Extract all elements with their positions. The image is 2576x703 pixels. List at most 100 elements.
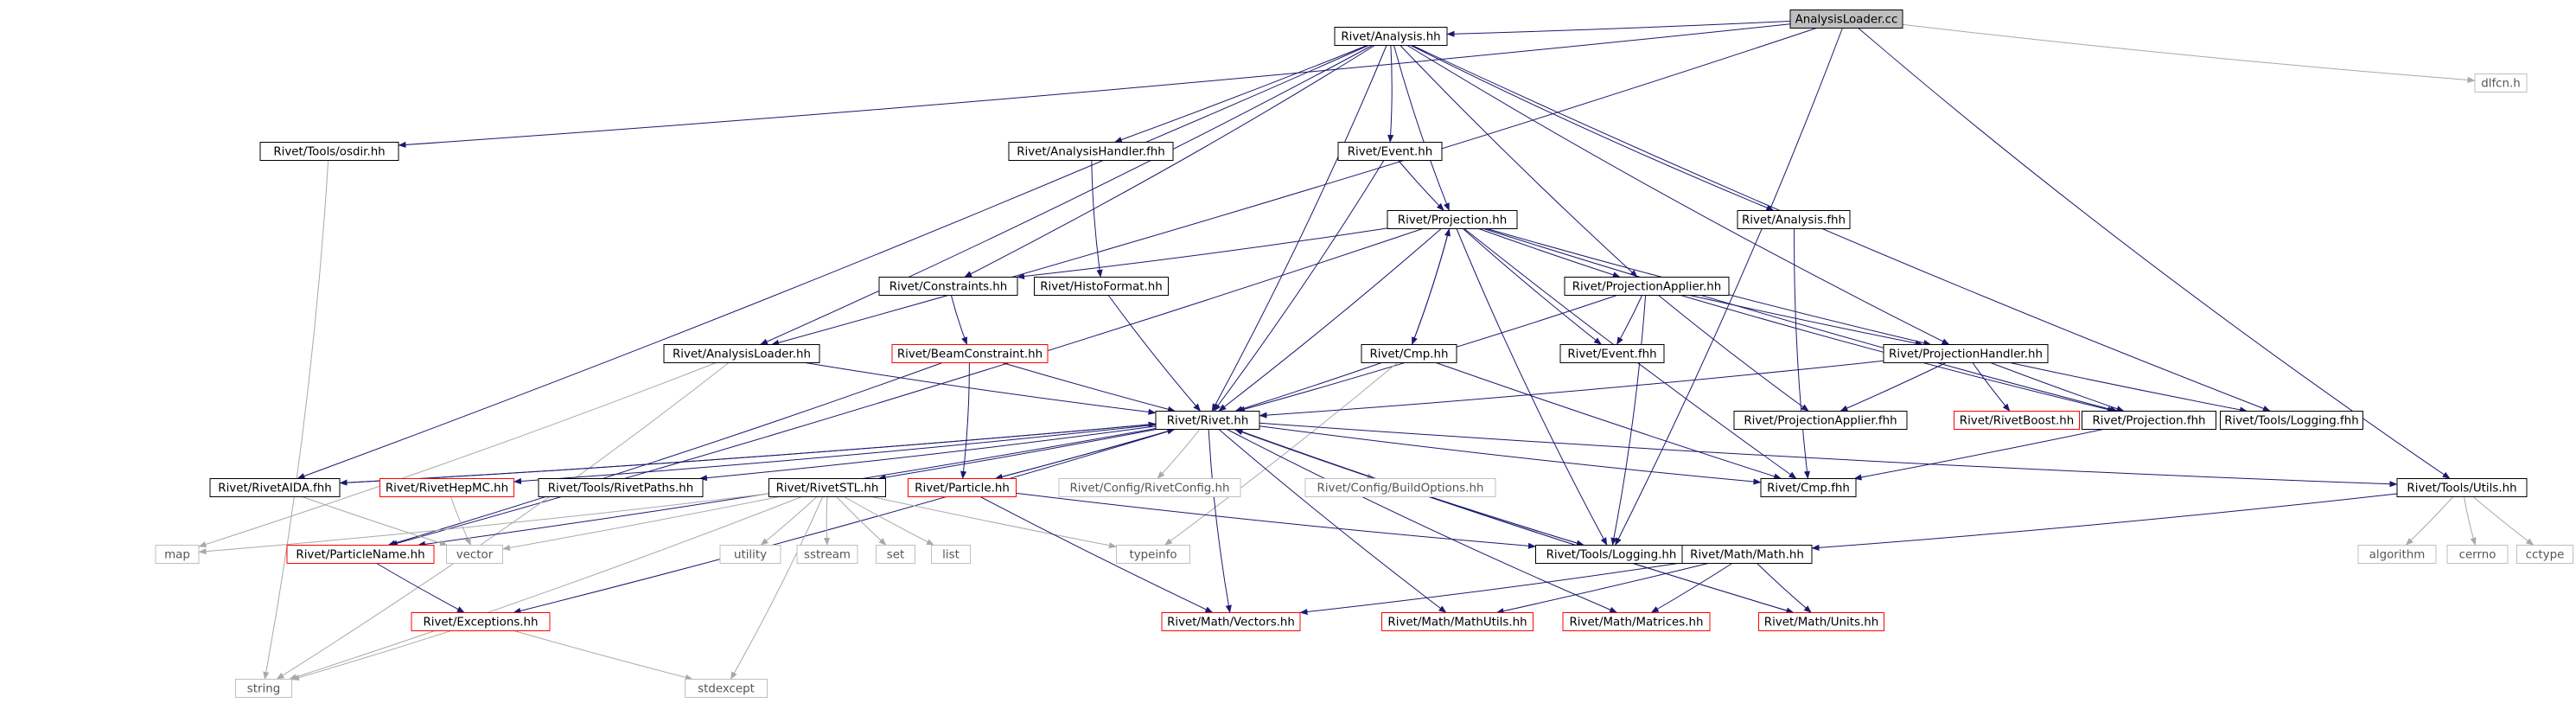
node-label: Rivet/BeamConstraint.hh (897, 348, 1043, 361)
edge-RivetAIDA_fhh-to-vector (302, 496, 448, 546)
node-ProjectionHandler_hh[interactable]: Rivet/ProjectionHandler.hh (1883, 344, 2049, 363)
node-label: cctype (2526, 549, 2565, 562)
node-box (768, 478, 886, 497)
node-ProjectionApplier_hh[interactable]: Rivet/ProjectionApplier.hh (1564, 277, 1730, 296)
node-box (1034, 277, 1169, 296)
edge-RivetSTL_hh-to-stdexcept (730, 496, 824, 680)
edge-Projection_hh-to-ProjectionApplier_hh (1478, 228, 1621, 278)
node-ProjectionApplier_fhh[interactable]: Rivet/ProjectionApplier.fhh (1733, 411, 1908, 430)
node-box (2082, 411, 2216, 430)
edge-RivetSTL_hh-to-utility (760, 496, 818, 546)
edge-Utils_hh-to-algorithm (2405, 496, 2454, 546)
node-MathUtils_hh[interactable]: Rivet/Math/MathUtils.hh (1381, 612, 1533, 631)
node-label: Rivet/ProjectionApplier.fhh (1744, 415, 1897, 428)
edge-RivetSTL_hh-to-typeinfo (871, 496, 1117, 549)
node-Vectors_hh[interactable]: Rivet/Math/Vectors.hh (1161, 612, 1301, 631)
edge-ProjectionApplier_hh-to-ProjectionHandler_hh (1689, 295, 1923, 347)
node-HistoFormat_hh[interactable]: Rivet/HistoFormat.hh (1034, 277, 1169, 296)
node-label: Rivet/Projection.hh (1398, 214, 1507, 227)
node-ParticleName_hh[interactable]: Rivet/ParticleName.hh (286, 545, 435, 564)
node-label: Rivet/Tools/RivetPaths.hh (548, 483, 694, 495)
node-RivetPaths_hh[interactable]: Rivet/Tools/RivetPaths.hh (538, 478, 704, 497)
node-RivetSTL_hh[interactable]: Rivet/RivetSTL.hh (768, 478, 886, 497)
edge-Cmp_hh-to-Projection_hh (1411, 228, 1451, 345)
node-label: set (887, 549, 904, 562)
node-box (446, 545, 503, 564)
node-AnalysisLoader_cc[interactable]: AnalysisLoader.cc (1789, 10, 1903, 29)
edge-Analysis_hh-to-AnalysisHandler_fhh (1113, 45, 1368, 143)
node-label: dlfcn.h (2481, 78, 2521, 91)
edge-MathHeader_hh-to-Units_hh (1757, 563, 1812, 613)
edge-Projection_hh-to-Cmp_hh (1411, 228, 1451, 345)
node-Particle_hh[interactable]: Rivet/Particle.hh (908, 478, 1017, 497)
node-Units_hh[interactable]: Rivet/Math/Units.hh (1758, 612, 1884, 631)
node-Projection_fhh[interactable]: Rivet/Projection.fhh (2082, 411, 2216, 430)
node-RivetAIDA_fhh[interactable]: Rivet/RivetAIDA.fhh (209, 478, 341, 497)
node-box (2474, 73, 2528, 93)
node-Projection_hh[interactable]: Rivet/Projection.hh (1387, 210, 1518, 229)
node-osdir_hh[interactable]: Rivet/Tools/osdir.hh (259, 142, 399, 161)
node-Exceptions_hh[interactable]: Rivet/Exceptions.hh (411, 612, 551, 631)
edge-Rivet_hh-to-RivetHepMC_hh (513, 424, 1157, 485)
node-RivetBoost_hh[interactable]: Rivet/RivetBoost.hh (1954, 411, 2080, 430)
node-AnalysisLoader_hh[interactable]: Rivet/AnalysisLoader.hh (663, 344, 820, 363)
edge-Particle_hh-to-Rivet_hh (995, 428, 1176, 479)
edge-Rivet_hh-to-RivetConfig_hh (1157, 429, 1201, 479)
node-list: list (931, 545, 971, 564)
node-MathHeader_hh[interactable]: Rivet/Math/Math.hh (1681, 545, 1813, 564)
node-Analysis_fhh[interactable]: Rivet/Analysis.fhh (1737, 210, 1851, 229)
edge-Rivet_hh-to-RivetSTL_hh (877, 429, 1157, 481)
node-label: Rivet/Analysis.hh (1341, 31, 1440, 44)
node-box (1155, 411, 1260, 430)
edge-Utils_hh-to-cctype (2472, 496, 2535, 546)
node-label: Rivet/ProjectionApplier.hh (1572, 281, 1722, 294)
edge-ProjectionApplier_hh-to-Event_fhh (1616, 295, 1643, 345)
edge-Analysis_hh-to-Constraints_hh (964, 45, 1375, 278)
node-label: Rivet/Event.fhh (1567, 348, 1656, 361)
node-label: Rivet/Tools/Logging.hh (1546, 549, 1677, 562)
edge-AnalysisLoader_hh-to-Rivet_hh (805, 362, 1157, 415)
node-Event_hh[interactable]: Rivet/Event.hh (1337, 142, 1443, 161)
edge-Cmp_hh-to-Rivet_hh (1234, 362, 1382, 412)
node-label: Rivet/Config/BuildOptions.hh (1317, 483, 1484, 495)
node-algorithm: algorithm (2357, 545, 2437, 564)
node-Logging_fhh[interactable]: Rivet/Tools/Logging.fhh (2220, 411, 2363, 430)
node-Cmp_hh[interactable]: Rivet/Cmp.hh (1361, 344, 1457, 363)
node-label: utility (734, 549, 767, 562)
node-box (1334, 27, 1448, 46)
node-RivetHepMC_hh[interactable]: Rivet/RivetHepMC.hh (379, 478, 514, 497)
node-box (1361, 344, 1457, 363)
node-label: Rivet/Analysis.fhh (1742, 214, 1846, 227)
node-label: Rivet/RivetHepMC.hh (386, 483, 508, 495)
node-box (1758, 612, 1884, 631)
node-Cmp_fhh[interactable]: Rivet/Cmp.fhh (1760, 478, 1857, 497)
node-box (155, 545, 200, 564)
node-label: Rivet/HistoFormat.hh (1040, 281, 1163, 294)
edge-Particle_hh-to-Vectors_hh (979, 496, 1214, 613)
node-box (1954, 411, 2080, 430)
node-map: map (155, 545, 200, 564)
node-box (209, 478, 341, 497)
node-Logging_hh[interactable]: Rivet/Tools/Logging.hh (1535, 545, 1687, 564)
node-Utils_hh[interactable]: Rivet/Tools/Utils.hh (2396, 478, 2528, 497)
node-Analysis_hh[interactable]: Rivet/Analysis.hh (1334, 27, 1448, 46)
node-label: AnalysisLoader.cc (1795, 14, 1898, 27)
edge-ProjectionHandler_hh-to-Rivet_hh (1259, 360, 1884, 419)
node-box (931, 545, 971, 564)
node-box (1883, 344, 2049, 363)
node-box (1737, 210, 1851, 229)
node-label: Rivet/ProjectionHandler.hh (1889, 348, 2043, 361)
node-box (538, 478, 704, 497)
edge-AnalysisLoader_cc-to-Analysis_hh (1446, 21, 1791, 37)
node-Matrices_hh[interactable]: Rivet/Math/Matrices.hh (1562, 612, 1711, 631)
node-Constraints_hh[interactable]: Rivet/Constraints.hh (878, 277, 1018, 296)
node-Rivet_hh[interactable]: Rivet/Rivet.hh (1155, 411, 1260, 430)
node-label: Rivet/Math/Vectors.hh (1167, 617, 1295, 630)
node-Event_fhh[interactable]: Rivet/Event.fhh (1559, 344, 1665, 363)
node-AnalysisHandler_fhh[interactable]: Rivet/AnalysisHandler.fhh (1008, 142, 1174, 161)
edge-MathHeader_hh-to-MathUtils_hh (1495, 563, 1709, 615)
node-BeamConstraint_hh[interactable]: Rivet/BeamConstraint.hh (891, 344, 1049, 363)
edge-Units_hh-to-Rivet_hh (1234, 429, 1795, 613)
node-label: Rivet/RivetSTL.hh (776, 483, 879, 495)
node-typeinfo: typeinfo (1116, 545, 1190, 564)
